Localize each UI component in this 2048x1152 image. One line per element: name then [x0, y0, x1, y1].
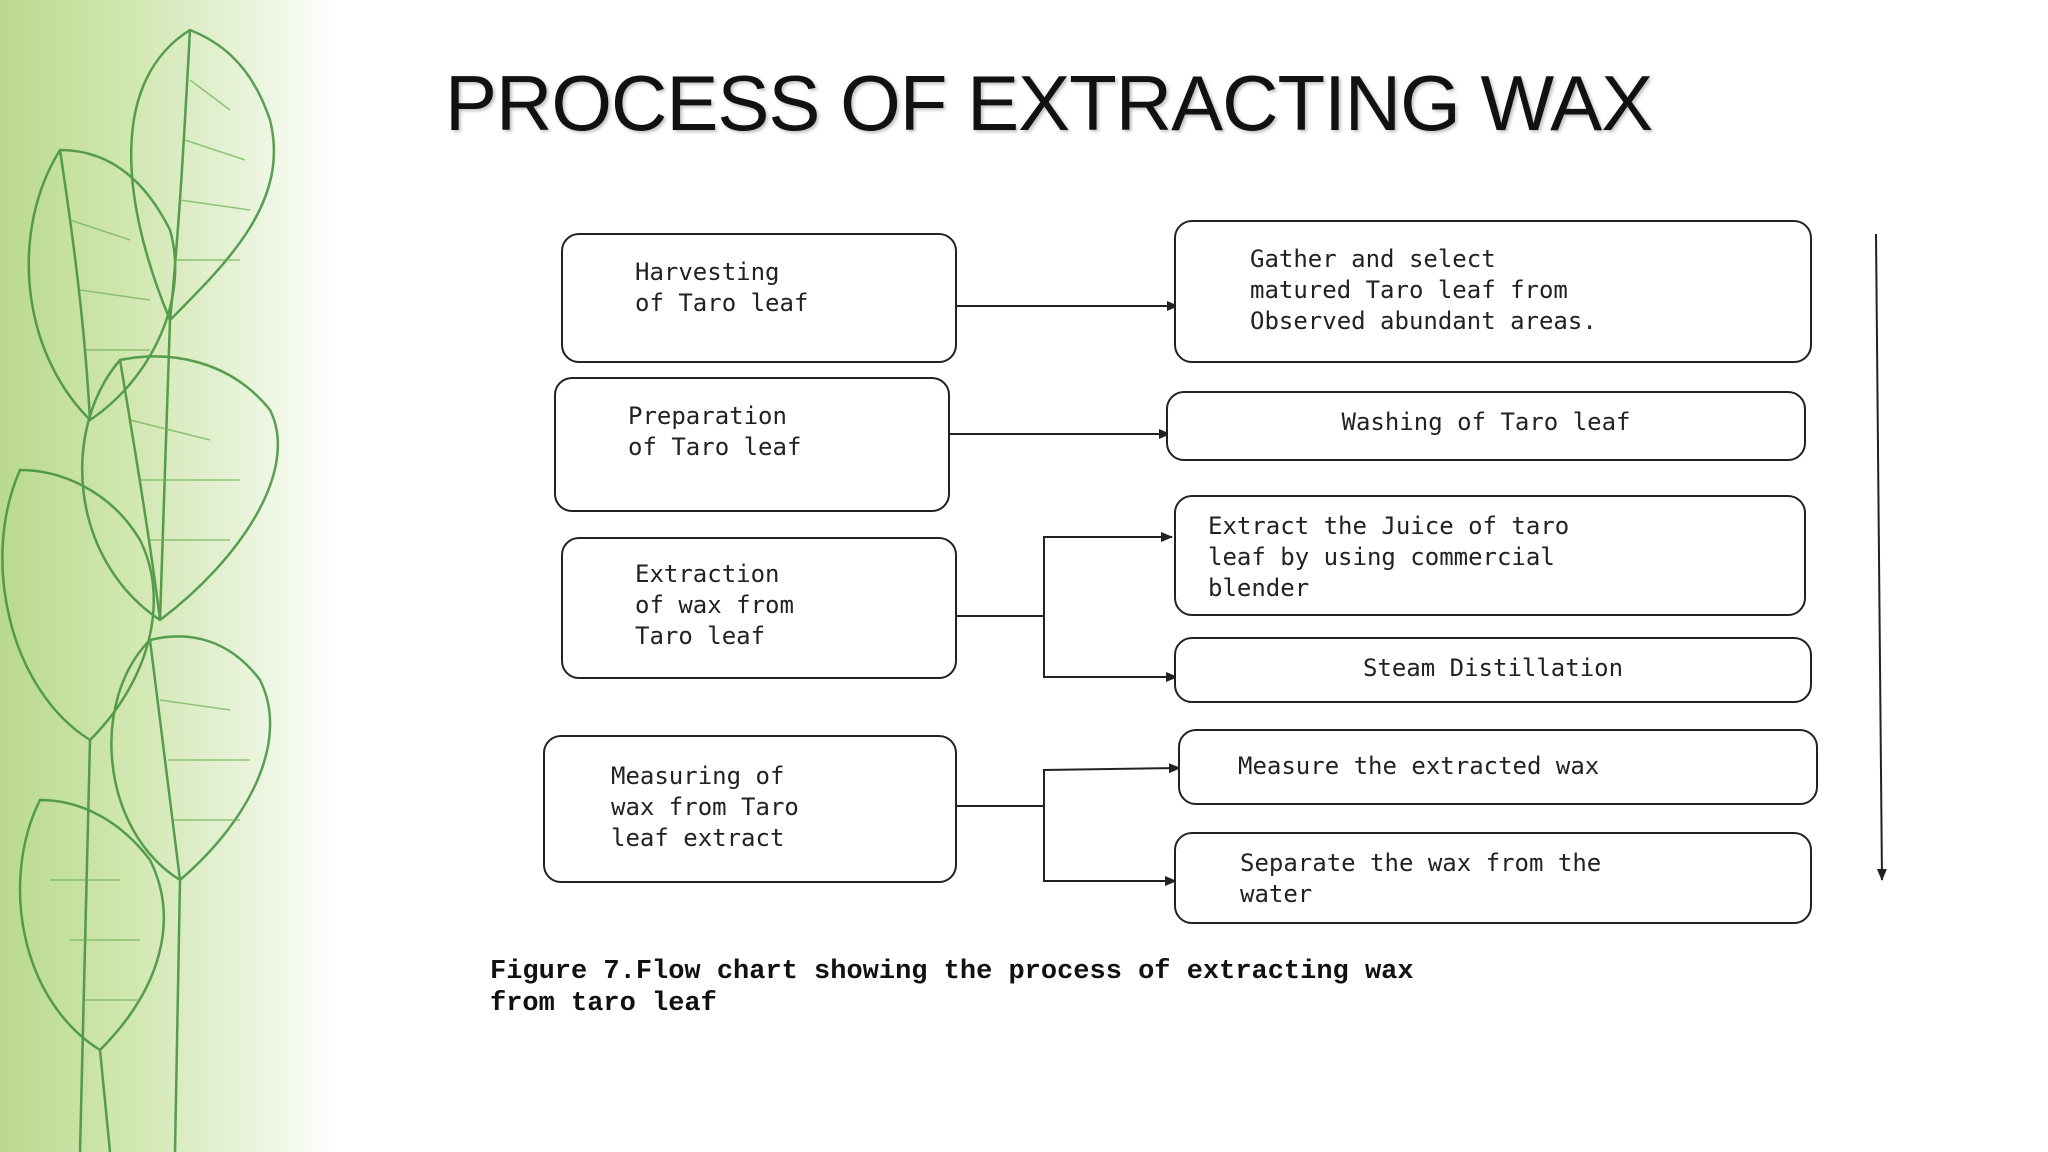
detail-washing: Washing of Taro leaf [1166, 391, 1806, 461]
figure-caption: Figure 7.Flow chart showing the process … [490, 957, 1414, 1019]
arrow-measuring-to-measure [956, 763, 1181, 807]
step-extraction: Extraction of wax from Taro leaf [561, 537, 957, 679]
taro-leaf-illustration [1, 28, 280, 1152]
detail-gather-select: Gather and select matured Taro leaf from… [1174, 220, 1812, 363]
arrow-measuring-to-separate [1043, 806, 1177, 886]
arrow-extraction-to-juice [956, 532, 1173, 617]
detail-separate-wax: Separate the wax from the water [1174, 832, 1812, 924]
process-direction-arrow [1875, 233, 1887, 881]
detail-extract-juice: Extract the Juice of taro leaf by using … [1174, 495, 1806, 616]
step-measuring: Measuring of wax from Taro leaf extract [543, 735, 957, 883]
arrow-extraction-to-steam [1043, 616, 1178, 682]
detail-measure-wax: Measure the extracted wax [1178, 729, 1818, 805]
step-harvesting: Harvesting of Taro leaf [561, 233, 957, 363]
decorative-leaf-background [0, 0, 340, 1152]
detail-steam-distillation: Steam Distillation [1174, 637, 1812, 703]
step-preparation: Preparation of Taro leaf [554, 377, 950, 512]
slide-title: PROCESS OF EXTRACTING WAX [445, 59, 1653, 147]
